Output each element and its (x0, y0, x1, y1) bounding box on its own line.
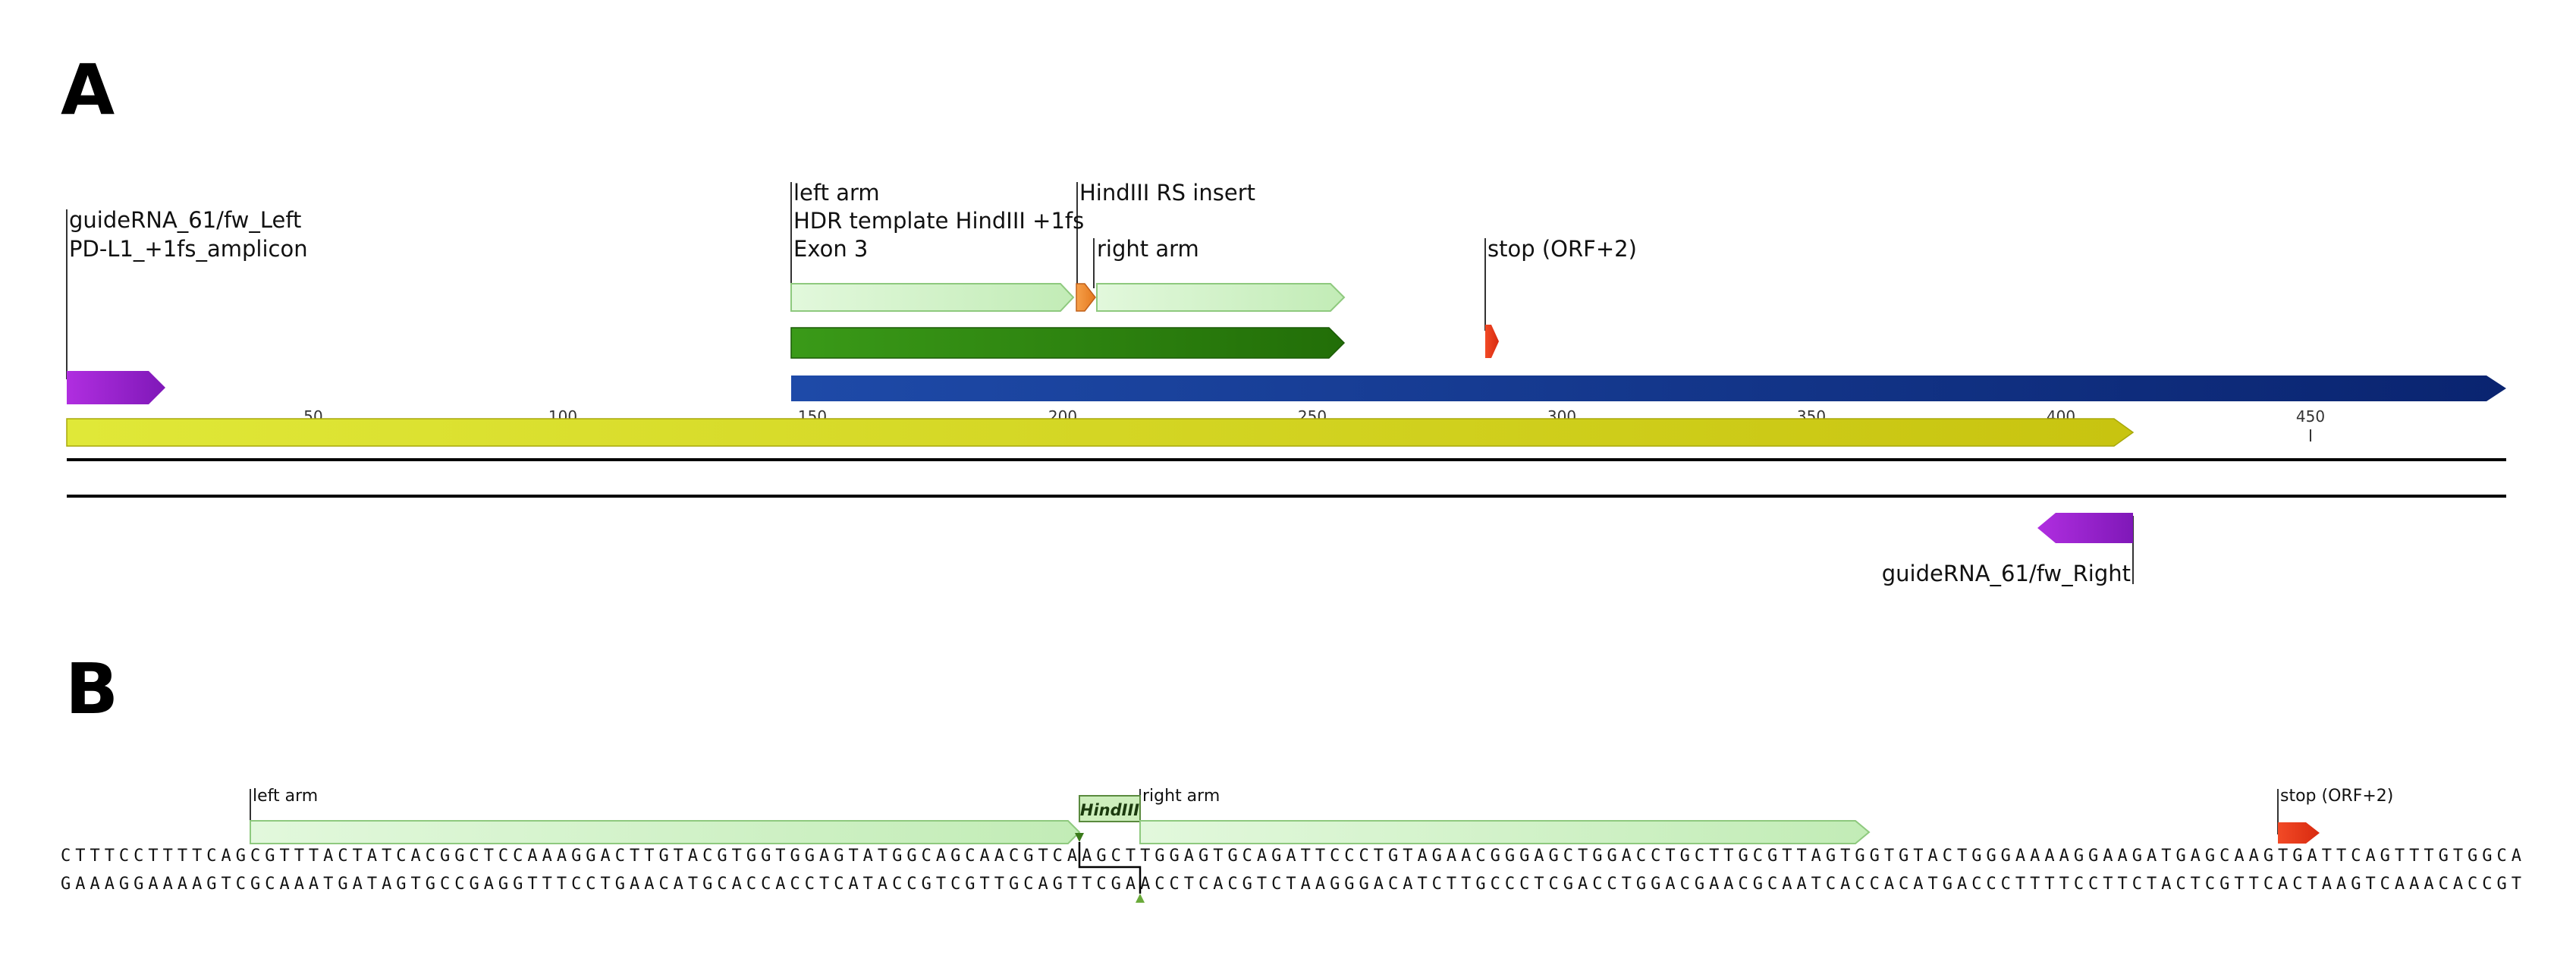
stop-orf2-marker (1485, 325, 1499, 358)
hindiii-site-label: HindIII (1080, 801, 1139, 819)
right-arm-arrow (1096, 283, 1346, 312)
hdr-template-arrow (790, 327, 1346, 359)
label-right-arm: right arm (1097, 236, 1199, 262)
cut-marker-top (1075, 833, 1084, 842)
label-exon3: Exon 3 (793, 236, 868, 262)
cut-marker-bottom (1136, 894, 1145, 903)
panel-b-letter: B (65, 649, 118, 730)
hindiii-cut-bracket (1078, 842, 1142, 894)
sequence-top-strand: CTTTCCTTTTCAGCGTTTACTATCACGGCTCCAAAGGACT… (61, 847, 2521, 866)
seq-label-stop: stop (ORF+2) (2280, 787, 2393, 806)
sequence-bottom-strand: GAAAGGAAAAGTCGCAAATGATAGTGCCGAGGTTTCCTGA… (61, 875, 2521, 894)
panel-a-letter: A (61, 49, 115, 130)
label-hdr-template: HDR template HindIII +1fs (793, 208, 1084, 234)
seq-label-left-arm: left arm (253, 787, 318, 806)
label-stop: stop (ORF+2) (1487, 236, 1637, 262)
label-guide-left: guideRNA_61/fw_Left (69, 207, 301, 233)
left-arm-arrow (790, 283, 1075, 312)
hindiii-site-box (1079, 795, 1141, 822)
label-hind-insert: HindIII RS insert (1079, 180, 1255, 206)
hindiii-insert-arrow (1076, 283, 1096, 312)
seq-label-right-arm: right arm (1142, 787, 1220, 806)
guide-left-arrow (67, 371, 165, 404)
exon3-arrow (791, 376, 2506, 401)
label-amplicon: PD-L1_+1fs_amplicon (69, 236, 308, 262)
tick-label: 450 (2296, 407, 2325, 426)
label-left-arm: left arm (793, 180, 880, 206)
seq-left-arm-arrow (250, 820, 1081, 844)
guide-right-arrow (2037, 513, 2133, 543)
label-guide-right: guideRNA_61/fw_Right (1882, 561, 2131, 586)
seq-right-arm-arrow (1139, 820, 1871, 844)
seq-stop-marker (2278, 822, 2320, 844)
amplicon-arrow (66, 418, 2135, 447)
